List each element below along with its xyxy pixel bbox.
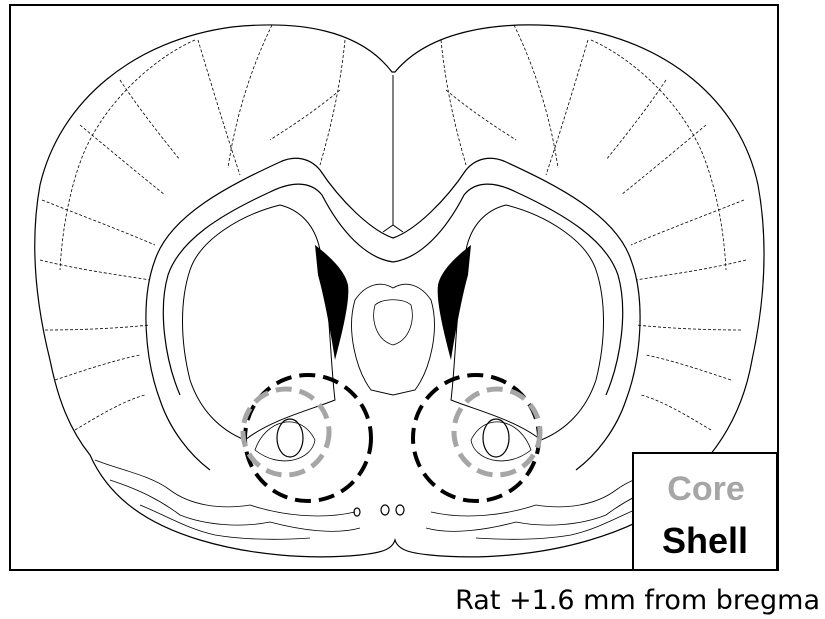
- septum: [352, 284, 435, 395]
- core-circle-right: [454, 389, 540, 475]
- anterior-commissure-right: [483, 419, 509, 457]
- midline-detail: [383, 225, 403, 232]
- ventral-region-right-3: [476, 505, 646, 539]
- legend-core-label: Core: [667, 470, 744, 508]
- lateral-ventricle-right: [438, 245, 471, 360]
- midline-oval-1: [381, 505, 389, 515]
- striatum-right: [451, 205, 604, 440]
- septum-inner: [374, 300, 413, 345]
- lateral-ventricle-left: [315, 245, 348, 360]
- midline-oval-2: [396, 505, 404, 515]
- figure-caption: Rat +1.6 mm from bregma: [455, 585, 820, 616]
- anterior-commissure-left: [277, 419, 303, 457]
- striatum-left: [183, 205, 336, 440]
- ventral-region-left-3: [140, 505, 310, 539]
- ventral-region-left-2: [110, 480, 360, 531]
- ventral-region-left-1: [95, 460, 355, 516]
- legend-shell-label: Shell: [662, 520, 748, 561]
